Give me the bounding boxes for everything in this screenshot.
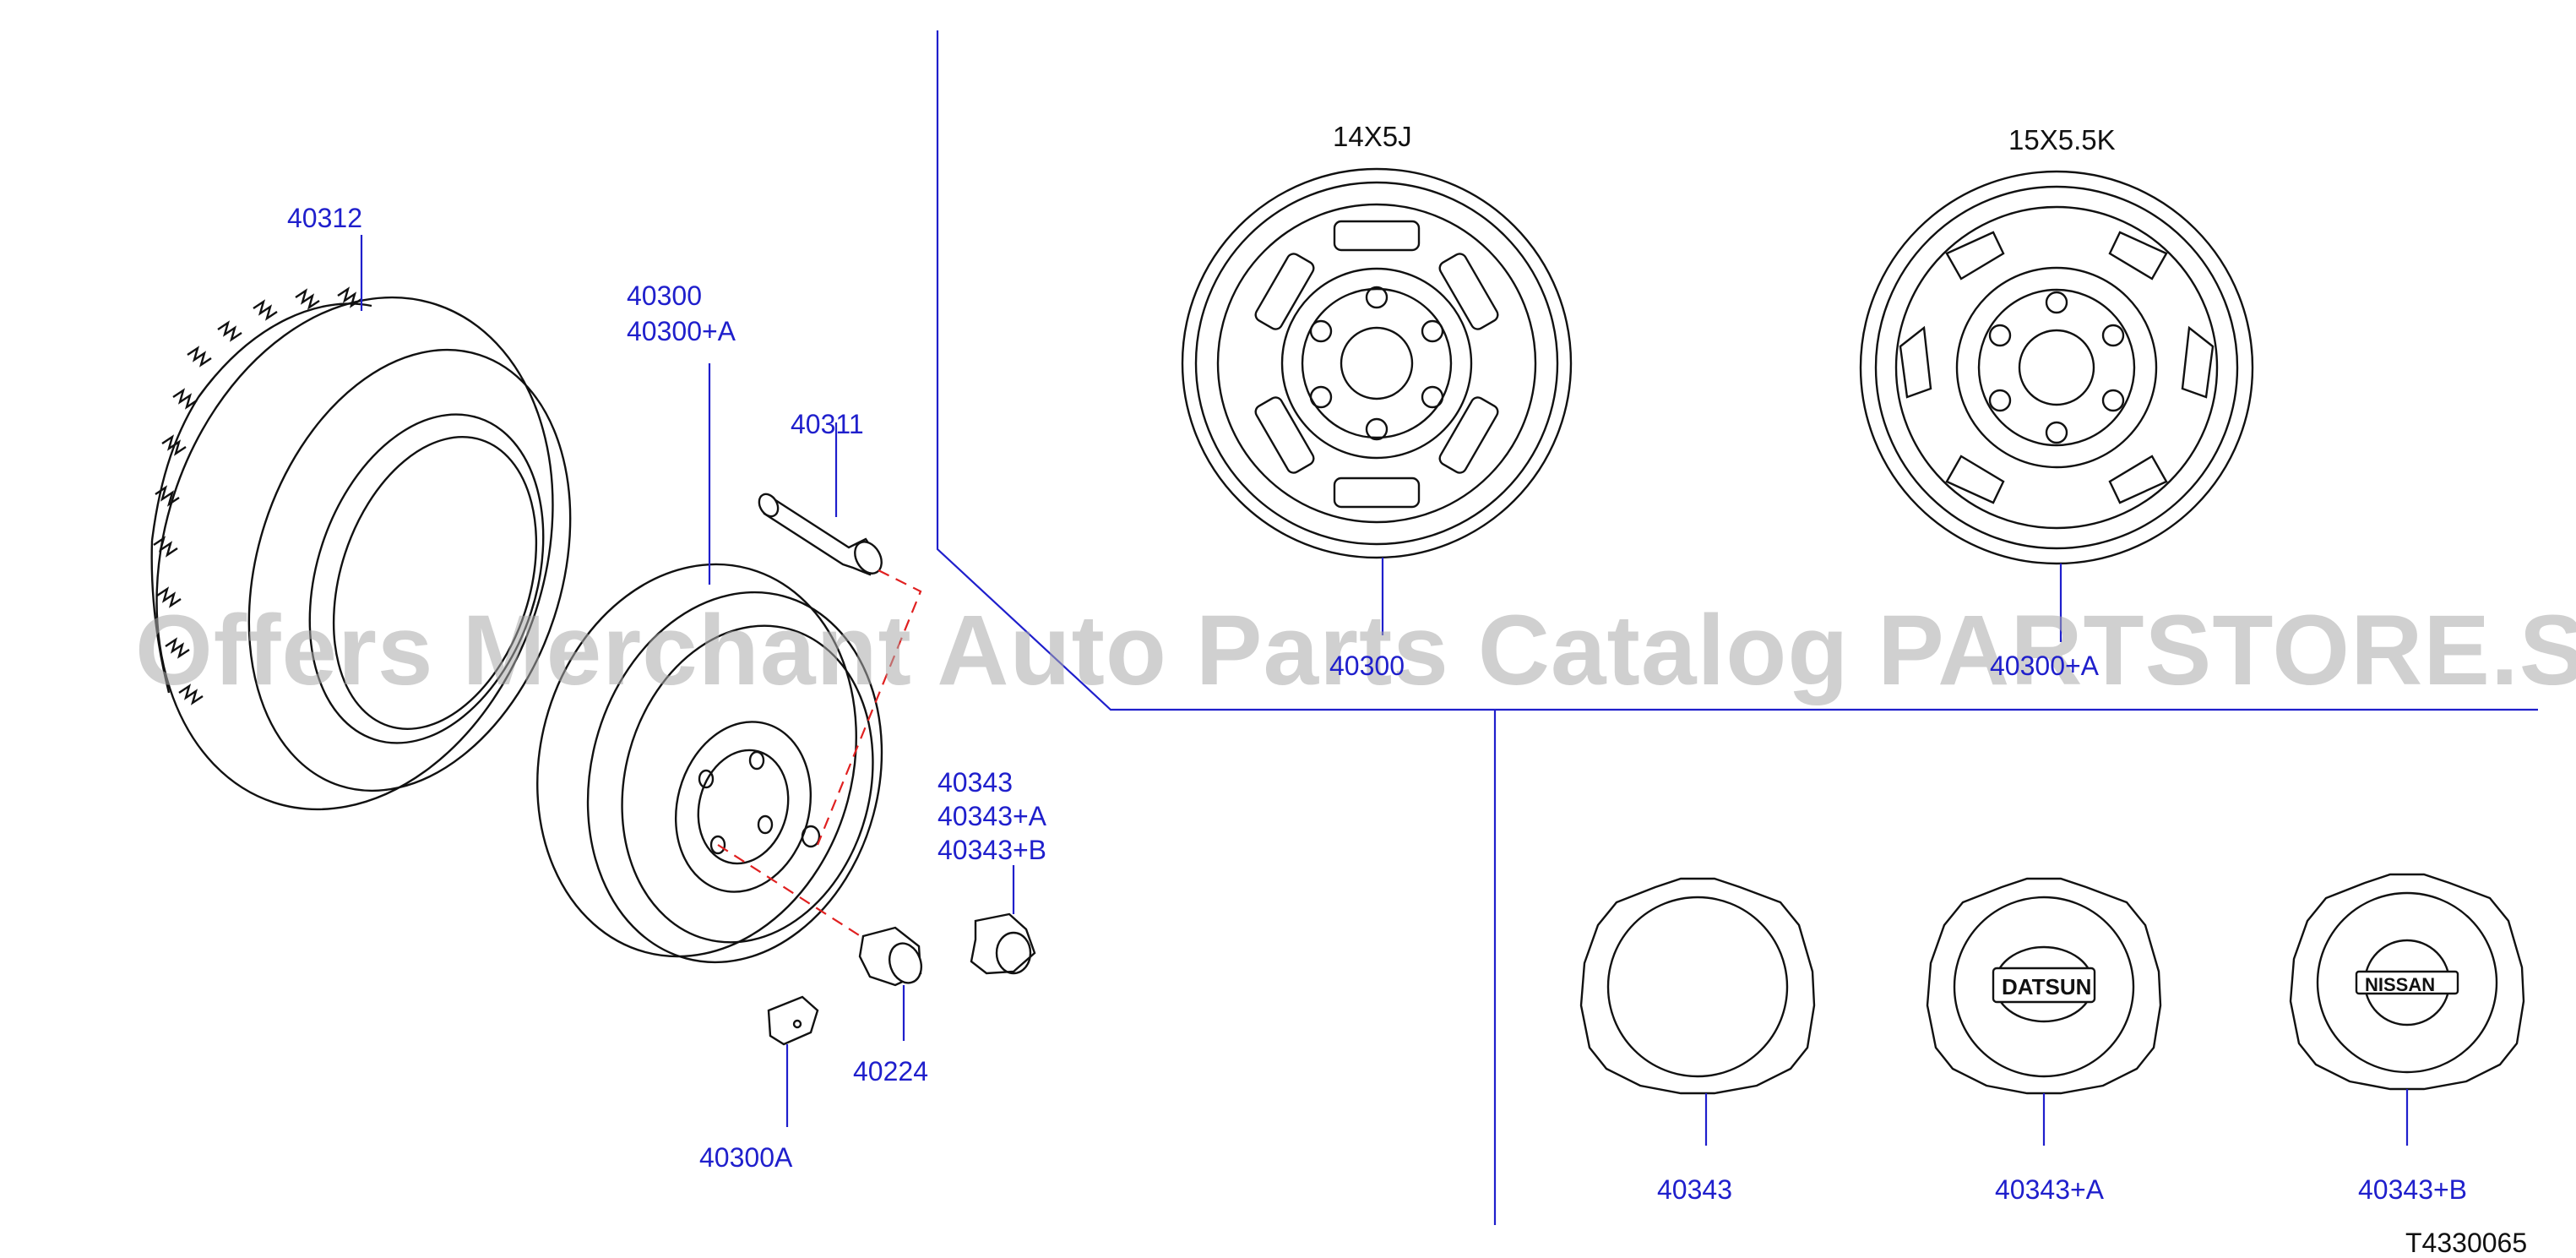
callout-cap-group-a[interactable]: 40343+A [937, 801, 1047, 831]
size-label-14x5j: 14X5J [1333, 121, 1412, 152]
center-cap-small-illustration [970, 865, 1036, 975]
callout-cap-nissan[interactable]: 40343+B [2358, 1174, 2468, 1205]
callout-tire[interactable]: 40312 [287, 203, 362, 233]
road-wheel-illustration [536, 363, 883, 964]
callout-road-wheel[interactable]: 40300 [627, 280, 702, 311]
diagram-code: T4330065 [2405, 1228, 2528, 1258]
watermark: Offers Merchant Auto Parts Catalog PARTS… [135, 595, 2576, 706]
callout-wheel-15[interactable]: 40300+A [1990, 651, 2100, 681]
wheel-15x5-5k-illustration [1859, 170, 2254, 642]
callout-balance-weight[interactable]: 40300A [699, 1142, 793, 1173]
callout-cap-group[interactable]: 40343 [937, 767, 1013, 798]
wheel-nut-illustration [858, 926, 923, 1041]
callout-wheel-14[interactable]: 40300 [1329, 651, 1405, 681]
balance-weight-illustration [767, 995, 819, 1127]
valve-illustration [758, 422, 883, 576]
datsun-emblem: DATSUN [2002, 974, 2092, 999]
hub-cap-nissan-illustration [2289, 873, 2525, 1146]
callout-valve[interactable]: 40311 [791, 409, 864, 439]
callout-cap-group-b[interactable]: 40343+B [937, 835, 1047, 865]
callout-cap-datsun[interactable]: 40343+A [1995, 1174, 2105, 1205]
tire-illustration [150, 235, 572, 811]
callout-nut[interactable]: 40224 [853, 1056, 928, 1086]
assembly-guide-lines [717, 569, 922, 940]
nissan-emblem: NISSAN [2365, 974, 2436, 995]
size-label-15x5-5k: 15X5.5K [2008, 124, 2116, 155]
wheel-14x5j-illustration [1181, 167, 1573, 635]
hub-cap-datsun-illustration [1926, 877, 2162, 1146]
callout-road-wheel-a[interactable]: 40300+A [627, 316, 736, 346]
section-dividers [936, 30, 2538, 1225]
hub-cap-plain-illustration [1579, 877, 1816, 1146]
callout-cap-plain[interactable]: 40343 [1657, 1174, 1732, 1205]
